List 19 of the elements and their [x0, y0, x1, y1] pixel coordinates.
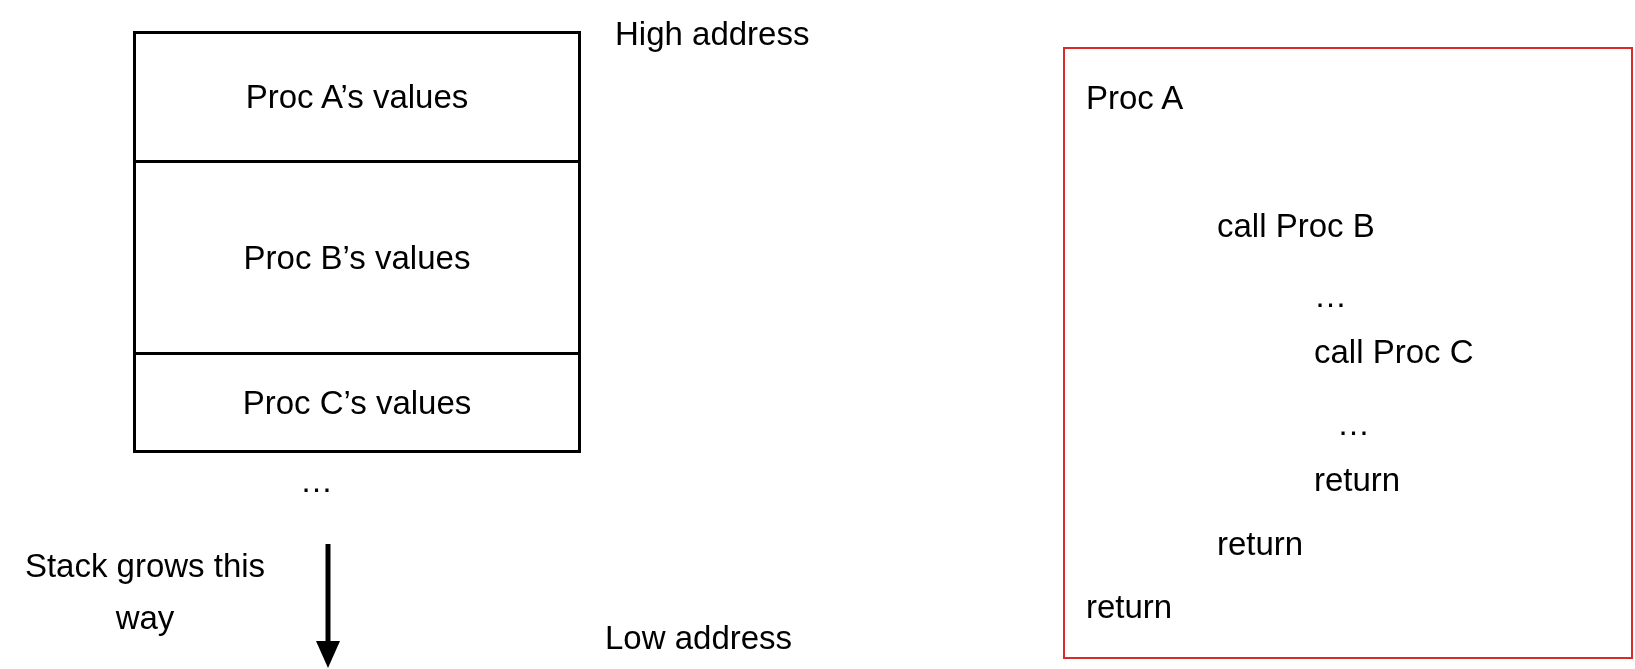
address-label: Stack grows this way [23, 546, 267, 638]
code-line: return [1217, 524, 1304, 564]
code-line: … [1337, 404, 1370, 444]
code-line: return [1086, 587, 1173, 627]
code-line: call Proc C [1314, 332, 1474, 372]
ellipsis-label: … [300, 461, 334, 501]
code-line: call Proc B [1217, 206, 1375, 246]
code-line: … [1314, 276, 1347, 316]
frame-label: Proc C’s values [242, 382, 472, 423]
stack-frame-box [133, 160, 581, 355]
code-line: Proc A [1086, 78, 1184, 118]
frame-label: Proc B’s values [243, 237, 471, 278]
address-label: High address [615, 14, 811, 54]
address-label: Low address [605, 618, 794, 658]
stack-frame-box [133, 352, 581, 453]
frame-label: Proc A’s values [245, 77, 469, 118]
stack-frame-box [133, 31, 581, 163]
code-box [1063, 47, 1633, 659]
code-line: return [1314, 460, 1401, 500]
